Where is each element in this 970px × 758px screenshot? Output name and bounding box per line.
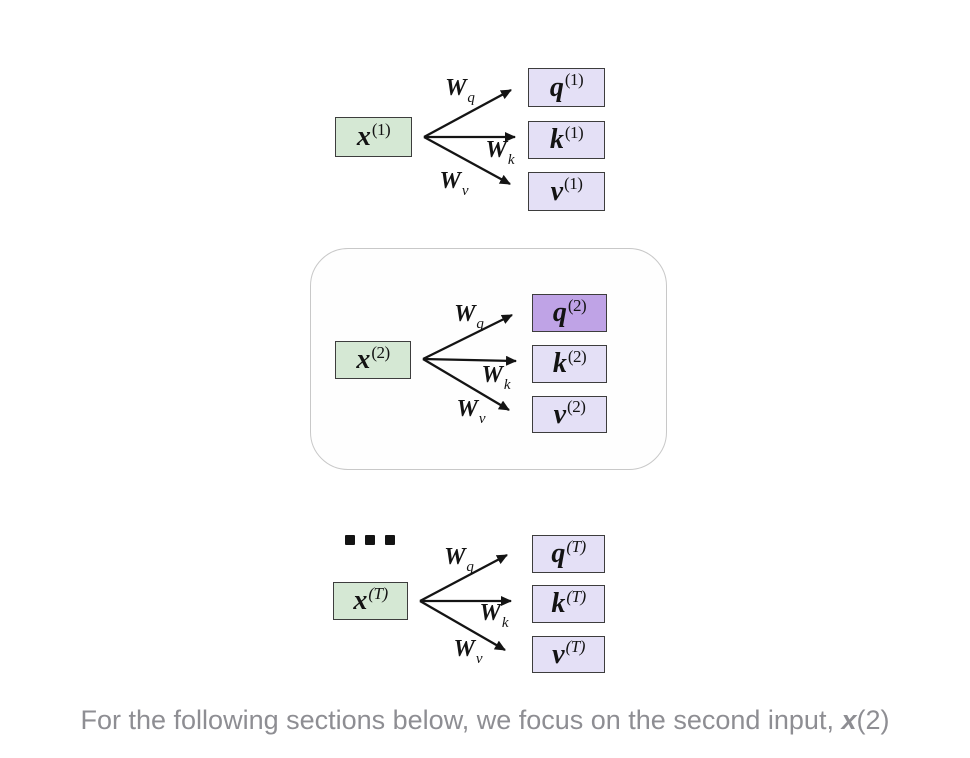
- wq-2-sub: q: [476, 316, 484, 332]
- output-q2-label: q: [552, 297, 567, 328]
- caption-text: For the following sections below, we foc…: [80, 705, 842, 735]
- output-box-k1: k(1): [528, 121, 605, 159]
- output-kT-superscript: (T): [566, 586, 586, 606]
- ellipsis: [345, 535, 395, 545]
- weight-label-wq-T: Wq: [444, 544, 474, 575]
- wv-2-base: W: [456, 396, 478, 422]
- input-x2-label: x: [356, 344, 371, 375]
- output-qT-superscript: (T): [566, 536, 586, 556]
- input-box-x1: x(1): [335, 117, 412, 157]
- output-k1-superscript: (1): [564, 122, 584, 142]
- weight-label-wq-2: Wq: [454, 301, 484, 332]
- wk-T-sub: k: [501, 615, 509, 631]
- output-box-qT: q(T): [532, 535, 605, 573]
- wk-1-sub: k: [507, 152, 515, 168]
- weight-label-wv-1: Wv: [439, 168, 468, 199]
- wk-2-base: W: [481, 362, 503, 388]
- arrow-wv-1: [423, 135, 511, 186]
- weight-label-wv-2: Wv: [456, 396, 485, 427]
- output-box-kT: k(T): [532, 585, 605, 623]
- ellipsis-dot: [345, 535, 355, 545]
- input-xT-label: x: [353, 585, 368, 616]
- output-box-vT: v(T): [532, 636, 605, 673]
- weight-label-wk-T: Wk: [479, 600, 508, 631]
- output-v1-label: v: [550, 175, 564, 207]
- weight-label-wk-1: Wk: [485, 137, 514, 168]
- caption-emphasis-x: x: [841, 705, 857, 735]
- wv-T-base: W: [453, 636, 475, 662]
- output-kT-label: k: [551, 588, 566, 619]
- input-box-xT: x(T): [333, 582, 408, 620]
- output-box-v2: v(2): [532, 396, 607, 433]
- output-q1-superscript: (1): [564, 70, 584, 89]
- output-q2-superscript: (2): [567, 295, 587, 315]
- arrow-wk-2: [422, 355, 517, 366]
- output-v2-label: v: [553, 398, 567, 430]
- ellipsis-dot: [385, 535, 395, 545]
- output-k2-superscript: (2): [567, 346, 587, 366]
- output-k1-label: k: [549, 124, 564, 155]
- arrow-wv-2: [422, 358, 510, 411]
- wq-1-base: W: [445, 75, 467, 101]
- arrow-wq-1: [423, 88, 512, 139]
- wq-1-sub: q: [467, 90, 475, 106]
- wk-1-base: W: [485, 137, 507, 163]
- ellipsis-dot: [365, 535, 375, 545]
- output-box-q1: q(1): [528, 68, 605, 107]
- wv-1-sub: v: [461, 183, 469, 199]
- output-q1-label: q: [549, 71, 564, 103]
- wv-1-base: W: [439, 168, 461, 194]
- wq-2-base: W: [454, 301, 476, 327]
- wv-T-sub: v: [475, 651, 483, 667]
- input-x1-superscript: (1): [371, 119, 391, 139]
- input-xT-superscript: (T): [368, 583, 388, 603]
- output-vT-superscript: (T): [565, 637, 586, 656]
- output-qT-label: q: [551, 538, 566, 569]
- wv-2-sub: v: [478, 411, 486, 427]
- output-box-k2: k(2): [532, 345, 607, 383]
- input-x2-superscript: (2): [371, 342, 390, 362]
- input-x1-label: x: [356, 121, 371, 152]
- arrow-wq-T: [419, 553, 508, 603]
- output-k2-label: k: [552, 348, 567, 379]
- wk-2-sub: k: [503, 377, 511, 393]
- wk-T-base: W: [479, 600, 501, 626]
- weight-label-wq-1: Wq: [445, 75, 475, 106]
- wq-T-sub: q: [466, 559, 474, 575]
- wq-T-base: W: [444, 544, 466, 570]
- input-box-x2: x(2): [335, 341, 411, 379]
- weight-label-wk-2: Wk: [481, 362, 510, 393]
- caption: For the following sections below, we foc…: [0, 704, 970, 738]
- output-v2-superscript: (2): [567, 397, 586, 416]
- arrow-wv-T: [419, 600, 506, 651]
- caption-suffix: (2): [856, 705, 890, 735]
- weight-label-wv-T: Wv: [453, 636, 482, 667]
- output-vT-label: v: [552, 638, 565, 670]
- output-box-v1: v(1): [528, 172, 605, 211]
- output-v1-superscript: (1): [564, 174, 583, 193]
- output-box-q2-highlighted: q(2): [532, 294, 607, 332]
- arrow-wq-2: [422, 313, 513, 361]
